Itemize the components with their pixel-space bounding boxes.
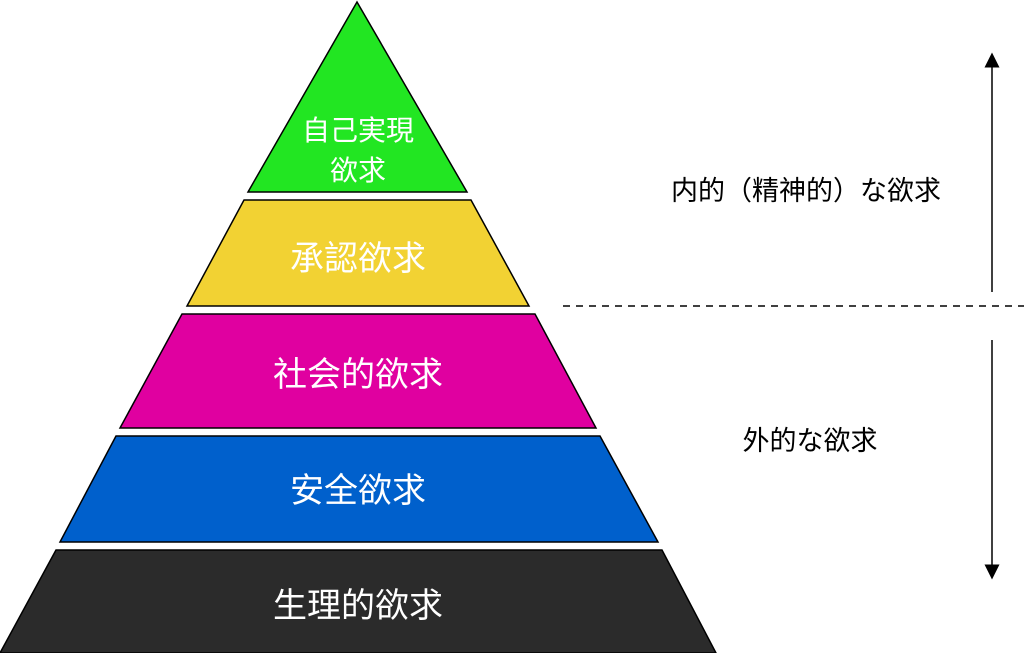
pyramid-level-self-actualization bbox=[246, 0, 469, 193]
social-label: 社会的欲求 bbox=[273, 355, 443, 395]
pyramid-level-safety bbox=[58, 435, 660, 543]
esteem-label: 承認欲求 bbox=[290, 239, 426, 279]
external-needs-label: 外的な欲求 bbox=[743, 426, 878, 457]
internal-needs-label: 内的（精神的）な欲求 bbox=[671, 176, 941, 207]
pyramid-level-social bbox=[118, 313, 598, 429]
physiological-label: 生理的欲求 bbox=[273, 586, 443, 626]
pyramid-level-esteem bbox=[185, 199, 531, 307]
pyramid-level-physiological bbox=[0, 549, 717, 653]
self-actualization-label-line1: 自己実現 bbox=[302, 114, 414, 147]
self-actualization-label-line2: 欲求 bbox=[330, 154, 386, 187]
safety-label: 安全欲求 bbox=[290, 471, 426, 511]
